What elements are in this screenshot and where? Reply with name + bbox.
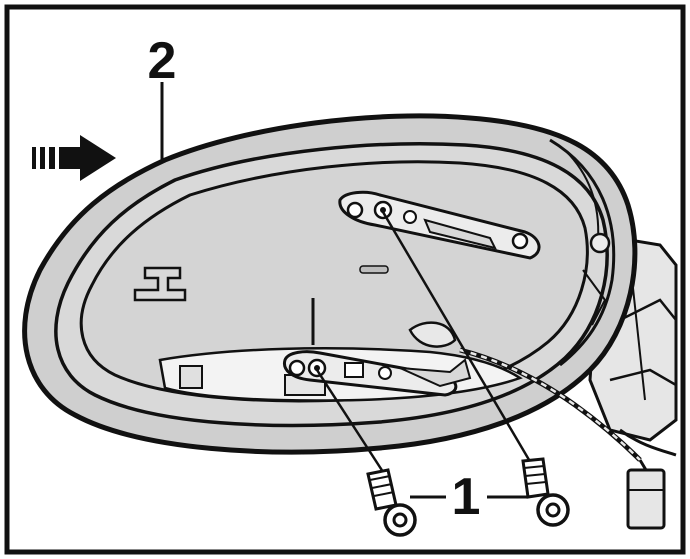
screw-leader-lines: [315, 211, 537, 476]
lower-adjuster-bracket: [282, 321, 472, 397]
dashed-right-arrow-icon: [32, 135, 116, 181]
wiring-harness: [459, 347, 677, 530]
callout-1-label: 1: [452, 468, 481, 526]
housing-markings: [133, 265, 389, 345]
mounting-screw-right: [521, 457, 570, 527]
harness-connector: [626, 468, 666, 530]
callout-2-label: 2: [148, 32, 177, 90]
mounting-screw-left: [366, 468, 417, 537]
upper-adjuster-bracket: [338, 190, 541, 260]
